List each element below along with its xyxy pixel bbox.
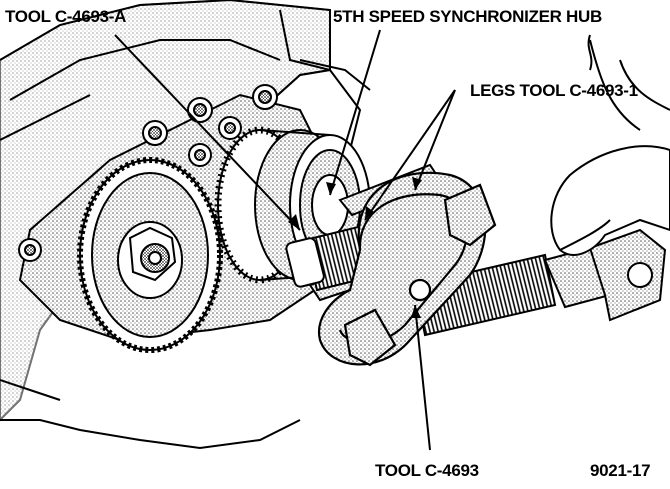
leader-lines	[114, 29, 593, 451]
large-gear	[77, 157, 223, 353]
arrowheads	[288, 177, 422, 318]
label-tool-c-4693-a: TOOL C-4693-A	[5, 7, 127, 26]
handle	[543, 228, 667, 322]
label-tool-c-4693: TOOL C-4693	[375, 461, 479, 480]
label-5th-speed-synchronizer-hub: 5TH SPEED SYNCHRONIZER HUB	[333, 7, 602, 26]
hand	[550, 39, 670, 256]
puller-yoke	[317, 171, 497, 367]
figure-id: 9021-17	[590, 461, 651, 480]
label-legs-tool-c-4693-1: LEGS TOOL C-4693-1	[470, 81, 638, 100]
